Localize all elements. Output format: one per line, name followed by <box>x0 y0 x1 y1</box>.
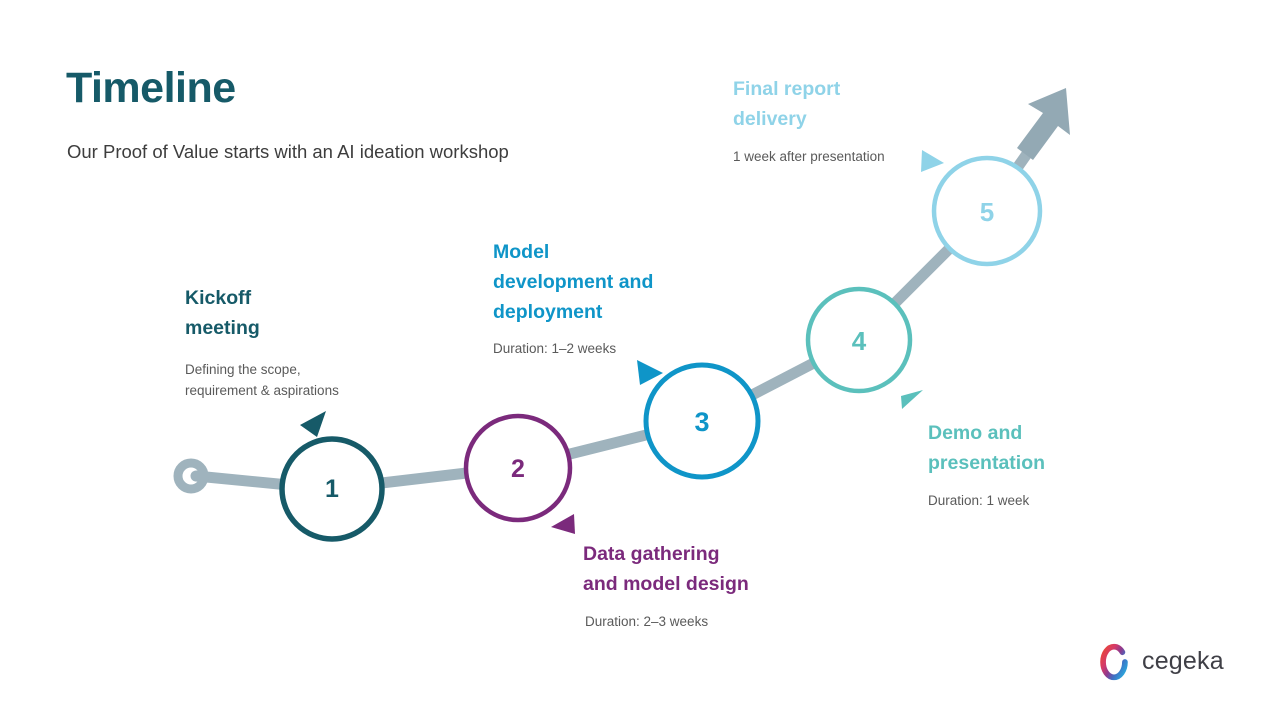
milestone-node-1[interactable]: 1 <box>279 411 385 542</box>
milestone-number-4: 4 <box>852 326 867 356</box>
pointer-triangle-5 <box>921 150 944 172</box>
milestone-desc-1: Defining the scope, requirement & aspira… <box>185 361 339 398</box>
page-title: Timeline <box>66 63 236 112</box>
brand-logo: cegeka <box>1093 638 1228 686</box>
milestone-title-4: Demo and presentation <box>928 422 1046 474</box>
milestone-desc-4: Duration: 1 week <box>928 492 1030 508</box>
start-dot-icon <box>173 458 209 494</box>
milestone-label-1: Kickoff meeting Defining the scope, requ… <box>185 284 339 402</box>
milestone-desc-5: 1 week after presentation <box>733 148 885 164</box>
milestone-title-2: Data gathering and model design <box>583 543 749 595</box>
milestone-node-3[interactable]: 3 <box>637 360 761 480</box>
milestone-label-5: Final report delivery 1 week after prese… <box>733 75 885 168</box>
arrow-up-right-icon <box>1017 88 1070 160</box>
pointer-triangle-3 <box>637 360 663 385</box>
milestone-circle-2 <box>463 413 573 523</box>
milestone-circle-3 <box>643 362 761 480</box>
milestone-circle-1 <box>279 436 385 542</box>
milestone-node-2[interactable]: 2 <box>463 413 575 534</box>
pointer-triangle-4 <box>901 390 923 409</box>
pointer-triangle-1 <box>300 411 326 437</box>
milestone-node-5[interactable]: 5 <box>921 150 1043 267</box>
milestone-number-5: 5 <box>980 197 994 227</box>
brand-wordmark: cegeka <box>1142 646 1224 675</box>
page-subtitle: Our Proof of Value starts with an AI ide… <box>67 140 509 162</box>
milestone-desc-2: Duration: 2–3 weeks <box>585 613 709 629</box>
milestone-title-3: Model development and deployment <box>493 241 654 323</box>
milestone-title-1: Kickoff meeting <box>185 287 260 339</box>
milestone-label-3: Model development and deployment Duratio… <box>493 238 653 360</box>
milestone-number-2: 2 <box>511 455 525 483</box>
milestone-number-3: 3 <box>694 407 709 437</box>
milestone-number-1: 1 <box>325 475 339 503</box>
milestone-circle-4 <box>805 286 913 394</box>
milestone-label-2: Data gathering and model design Duration… <box>583 540 749 633</box>
pointer-triangle-2 <box>551 514 575 534</box>
milestone-node-4[interactable]: 4 <box>805 286 923 409</box>
cegeka-swirl-icon <box>1100 643 1128 681</box>
milestone-circle-5 <box>931 155 1043 267</box>
milestone-desc-3: Duration: 1–2 weeks <box>493 341 617 357</box>
milestone-title-5: Final report delivery <box>733 78 841 130</box>
milestone-label-4: Demo and presentation Duration: 1 week <box>928 419 1045 512</box>
